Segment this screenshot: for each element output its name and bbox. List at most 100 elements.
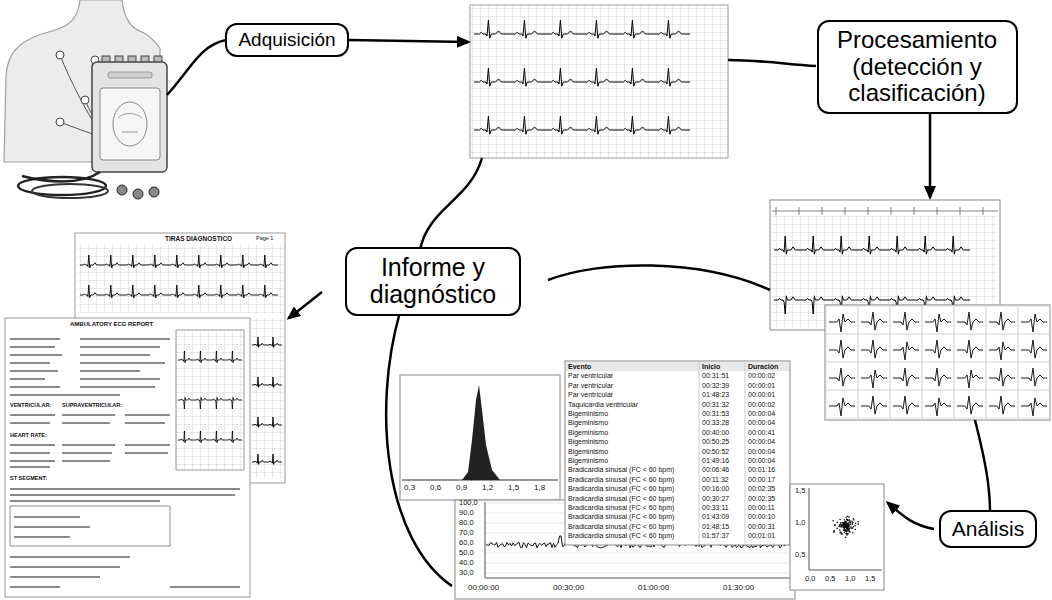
step-box: Adquisición — [225, 23, 348, 58]
poincare-plot — [836, 528, 838, 530]
detection-strips — [822, 207, 823, 215]
chart-label: 00:00:17 — [748, 476, 775, 483]
poincare-plot — [809, 570, 882, 571]
flow-lines — [975, 420, 990, 512]
chart-label: 00:00:04 — [748, 457, 775, 464]
report-page — [176, 330, 244, 470]
poincare-plot — [846, 525, 848, 527]
chart-label: 00:00:00 — [468, 584, 499, 592]
chart-label: 00:00:02 — [748, 372, 775, 379]
chart-label: 0,5 — [795, 551, 805, 559]
poincare-plot — [851, 521, 853, 523]
beat-templates — [1018, 306, 1050, 334]
poincare-plot — [849, 531, 851, 533]
chart-label: 00:00:11 — [748, 504, 775, 511]
poincare-plot — [845, 526, 847, 528]
poincare-plot — [833, 531, 835, 533]
poincare-plot — [849, 527, 851, 529]
poincare-plot — [846, 525, 848, 527]
chart-label: HEART RATE: — [10, 433, 47, 439]
flow-lines — [888, 503, 934, 529]
beat-templates — [957, 370, 983, 388]
flow-lines — [548, 265, 770, 290]
poincare-plot — [848, 525, 850, 527]
poincare-plot — [845, 525, 847, 527]
report-page — [10, 466, 50, 468]
chart-label: 00:00:04 — [748, 419, 775, 426]
report-page — [62, 460, 110, 462]
poincare-plot — [845, 525, 847, 527]
poincare-plot — [845, 525, 847, 527]
report-page — [80, 370, 140, 372]
beat-templates — [829, 368, 855, 386]
poincare-plot — [846, 525, 848, 527]
report-page — [80, 354, 150, 356]
beat-templates — [829, 314, 855, 332]
poincare-plot — [846, 525, 848, 527]
poincare-plot — [846, 525, 848, 527]
poincare-plot — [848, 520, 850, 522]
beat-templates — [826, 390, 858, 418]
beat-templates — [989, 396, 1015, 414]
chart-label: 01:30:00 — [723, 584, 754, 592]
poincare-plot — [847, 519, 849, 521]
chart-label: Taquicardia ventricular — [568, 401, 638, 408]
poincare-plot — [843, 526, 845, 528]
poincare-plot — [844, 527, 846, 529]
report-page — [125, 422, 165, 424]
poincare-plot — [847, 528, 849, 530]
poincare-plot — [848, 529, 850, 531]
ecg-recording — [470, 5, 728, 158]
flow-lines — [728, 60, 816, 66]
detection-strips — [845, 207, 846, 215]
report-page — [125, 444, 170, 446]
poincare-plot — [848, 531, 850, 533]
poincare-plot — [845, 526, 847, 528]
report-strip-page — [252, 377, 282, 387]
poincare-plot — [845, 525, 847, 527]
poincare-plot — [834, 524, 836, 526]
chart-label: 100,0 — [459, 499, 478, 507]
poincare-plot — [846, 526, 848, 528]
chart-label: Bigeminismo — [568, 410, 608, 417]
report-page — [10, 414, 55, 416]
poincare-plot — [846, 525, 848, 527]
beat-templates — [922, 390, 954, 418]
report-page — [80, 386, 155, 388]
rr-histogram — [462, 385, 500, 480]
beat-templates — [890, 306, 922, 334]
poincare-plot — [845, 525, 847, 527]
report-page — [125, 452, 168, 454]
report-strip-page — [250, 318, 283, 478]
chart-label: 0,5 — [825, 575, 835, 583]
poincare-plot — [843, 526, 845, 528]
chart-label: 00:02:35 — [748, 485, 775, 492]
poincare-plot — [845, 526, 847, 528]
poincare-plot — [845, 526, 847, 528]
poincare-plot — [845, 525, 847, 527]
chart-label: 00:00:02 — [748, 401, 775, 408]
chart-label: 00:00:04 — [748, 448, 775, 455]
chart-label: 00:33:28 — [702, 419, 729, 426]
report-page — [10, 338, 60, 340]
poincare-plot — [843, 524, 845, 526]
beat-templates — [986, 390, 1018, 418]
beat-templates — [925, 398, 951, 416]
beat-templates — [858, 390, 890, 418]
poincare-plot — [845, 530, 847, 532]
ecg-recording — [474, 116, 690, 134]
flow-lines — [420, 158, 482, 250]
poincare-plot — [846, 525, 848, 527]
poincare-plot — [846, 525, 848, 527]
poincare-plot — [837, 522, 839, 524]
chart-label: Par ventricular — [568, 382, 613, 389]
report-page — [80, 362, 165, 364]
report-page — [178, 351, 242, 363]
report-page — [80, 378, 160, 380]
chart-label: Bradicardia sinusal (FC < 60 bpm) — [568, 513, 674, 520]
poincare-plot — [849, 519, 851, 521]
poincare-plot — [845, 525, 847, 527]
beat-templates — [925, 314, 951, 332]
rr-histogram — [400, 375, 560, 500]
poincare-plot — [847, 524, 849, 526]
